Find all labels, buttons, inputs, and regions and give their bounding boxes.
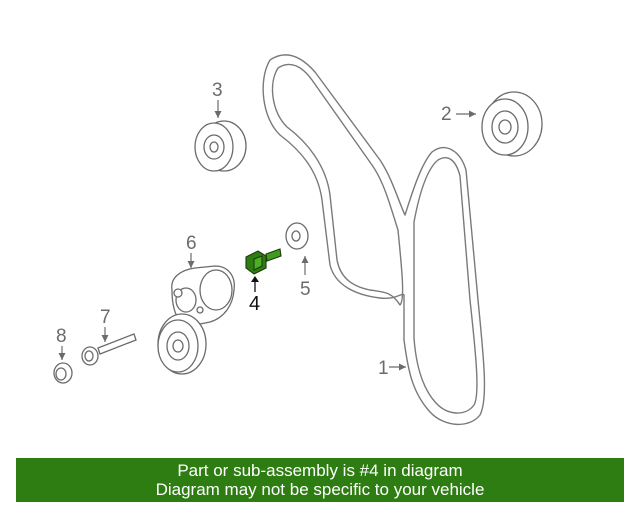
highlighted-bolt[interactable] [245, 248, 282, 275]
callout-8-label: 8 [56, 326, 67, 347]
callout-7-label: 7 [100, 307, 111, 328]
serpentine-belt[interactable] [262, 54, 486, 426]
washer[interactable] [285, 222, 309, 250]
callout-4-label: 4 [249, 293, 260, 315]
callout-4-arrowhead [251, 276, 259, 282]
cap[interactable] [53, 362, 73, 384]
tensioner-bolt[interactable] [81, 333, 137, 366]
banner-line-1: Part or sub-assembly is #4 in diagram [177, 461, 463, 480]
pulley[interactable] [194, 120, 247, 172]
callout-6-label: 6 [186, 233, 197, 254]
callout-1-label: 1 [378, 358, 389, 379]
callout-2-label: 2 [441, 104, 452, 125]
idler-pulley[interactable] [481, 91, 543, 157]
callout-3-label: 3 [212, 80, 223, 101]
callout-5-label: 5 [300, 279, 311, 300]
belt-tensioner[interactable] [157, 265, 235, 375]
banner-line-2: Diagram may not be specific to your vehi… [155, 480, 485, 499]
part-info-banner: Part or sub-assembly is #4 in diagram Di… [16, 458, 624, 502]
